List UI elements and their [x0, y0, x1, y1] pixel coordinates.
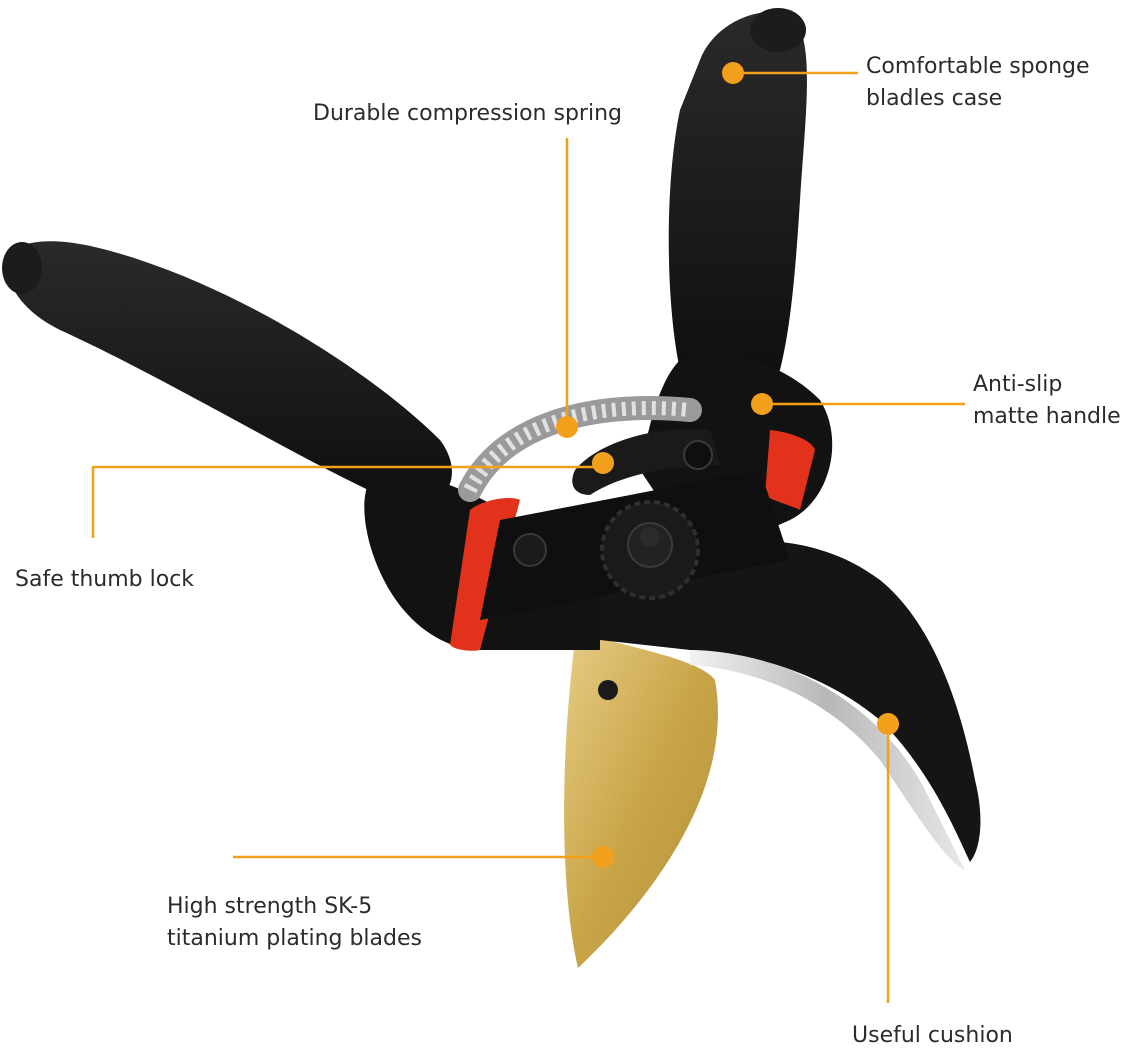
callout-blades: High strength SK-5 titanium plating blad…: [167, 894, 422, 951]
dot-cushion: [877, 713, 899, 735]
red-band-right: [765, 430, 815, 510]
leader-dots: [556, 62, 899, 868]
pivot-screw: [513, 533, 547, 567]
dot-antislip: [751, 393, 773, 415]
left-handle-foam: [7, 241, 452, 506]
compression-spring: [458, 396, 702, 502]
callout-antislip: Anti-slip matte handle: [973, 372, 1121, 429]
gold-blade: [564, 635, 718, 968]
right-handle-foam: [668, 12, 807, 393]
black-blade: [600, 540, 981, 862]
callout-spring: Durable compression spring: [313, 101, 622, 126]
dot-thumblock: [592, 452, 614, 474]
callout-sponge: Comfortable sponge bladles case: [866, 54, 1090, 111]
dot-blades: [592, 846, 614, 868]
dot-sponge: [722, 62, 744, 84]
dot-spring: [556, 416, 578, 438]
steel-blade-edge: [690, 650, 965, 870]
callout-cushion: Useful cushion: [852, 1023, 1013, 1048]
callout-thumblock: Safe thumb lock: [15, 567, 195, 592]
blade-rivet: [598, 680, 618, 700]
leader-lines: [91, 71, 965, 1003]
thumb-lock: [572, 429, 720, 495]
